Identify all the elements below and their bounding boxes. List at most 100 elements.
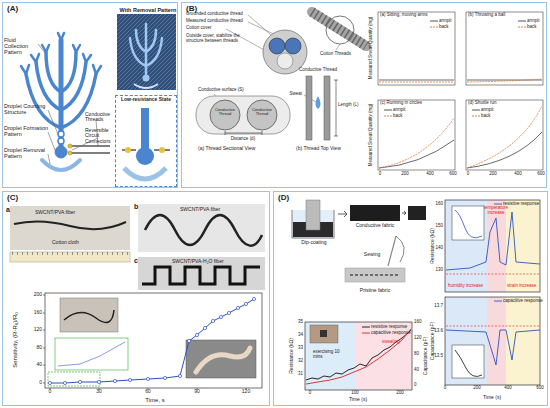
- tick-label: 0: [39, 380, 42, 385]
- thread-rope: [312, 12, 366, 46]
- legend-item: armpit: [472, 108, 494, 113]
- thread-cross-section: [269, 38, 285, 54]
- legend-item: capacitive response: [494, 299, 543, 304]
- legend-line: [494, 301, 502, 302]
- stimulus-chart: [445, 200, 487, 292]
- leader-line: [38, 44, 98, 164]
- step-label: Conductive fabric: [356, 223, 395, 228]
- fabric-photo: [134, 84, 158, 88]
- fabric-photo: [143, 75, 150, 82]
- axis-title: Measured Sweat Quantity (mg): [369, 17, 374, 79]
- chart-title: (a) Sitting, moving arms: [380, 13, 428, 18]
- legend-item: capacitive response: [362, 331, 411, 336]
- sweat-chart: [466, 12, 543, 85]
- tick-label: 160: [414, 320, 422, 325]
- legend-line: [430, 21, 438, 22]
- stimulus-chart: [452, 345, 484, 378]
- tick-label: 600: [537, 172, 545, 177]
- legend-sample: [362, 325, 370, 329]
- stimulus-chart: [445, 297, 487, 385]
- legend-sample: [430, 19, 438, 23]
- legend-text: armpit: [527, 19, 540, 24]
- tick-label: 13.5: [434, 354, 443, 359]
- sectional-view: [225, 131, 262, 135]
- part-label: Sweat: [289, 92, 302, 97]
- step-label: Sewing: [364, 252, 380, 257]
- sensitivity-chart: [195, 333, 198, 336]
- part-label: Droplet Counting Structure: [4, 104, 50, 116]
- fabrication-steps: [350, 274, 400, 275]
- axis-title: Resistance (kΩ): [430, 228, 435, 264]
- legend-text: armpit: [439, 19, 452, 24]
- part-label: Fluid Collection Pattern: [4, 38, 40, 55]
- subpanel-label: c: [134, 257, 138, 264]
- fabric-photo: [117, 14, 176, 90]
- photo-frame: With Removal Pattern: [117, 7, 179, 93]
- part-label: Conductive surface (S): [198, 88, 244, 93]
- tick-label: 31: [298, 372, 303, 377]
- sensitivity-chart: [163, 376, 166, 379]
- tick-label: 200: [396, 391, 404, 396]
- fiber-photo: [142, 267, 260, 284]
- stimulus-chart: [506, 297, 540, 385]
- fabrication-steps: [402, 211, 406, 215]
- legend-line: [384, 116, 392, 117]
- stimulus-chart: [455, 350, 482, 376]
- tick-label: 13.7: [434, 304, 443, 309]
- stimulus-chart: [445, 297, 540, 385]
- step-label: Pristine fabric: [360, 288, 390, 293]
- part-label: Conductive Thread: [212, 108, 238, 116]
- legend-line: [362, 327, 370, 328]
- legend-sample: [362, 331, 370, 335]
- microfluidic-pattern: [42, 160, 80, 170]
- tick-label: 32: [298, 359, 303, 364]
- panel-frame: (C): [2, 191, 270, 406]
- tick-label: 600: [536, 386, 544, 391]
- sensitivity-chart: [196, 348, 250, 372]
- legend-sample: [518, 25, 526, 29]
- legend-line: [362, 333, 370, 334]
- tick-label: 40: [36, 362, 42, 367]
- sensitivity-chart: [78, 380, 81, 383]
- tick-label: 130: [435, 268, 443, 273]
- microfluidic-pattern: [59, 40, 64, 150]
- sensitivity-chart: [187, 339, 190, 342]
- part-label: Cotton Threads: [320, 52, 351, 57]
- sensitivity-chart: [113, 379, 116, 382]
- conductive-thread: [68, 151, 72, 155]
- legend-sample: [472, 114, 480, 118]
- sweat-chart: [466, 100, 543, 170]
- tick-label: 120: [242, 389, 250, 394]
- stimulus-chart: [506, 200, 540, 292]
- legend-item: armpit: [430, 19, 452, 24]
- legend-item: resistive response: [362, 325, 407, 330]
- legend-line: [430, 27, 438, 28]
- tick-label: 100: [351, 391, 359, 396]
- sweat-chart: [467, 132, 542, 168]
- stimulus-chart: [487, 297, 506, 385]
- conductive-thread: [68, 144, 72, 148]
- part-label: Cotton cloth: [52, 240, 79, 245]
- sensitivity-chart: [252, 297, 255, 300]
- part-label: Reversible Circuit Connectors: [85, 128, 113, 144]
- fabrication-steps: [345, 268, 405, 282]
- tick-label: 0: [49, 389, 52, 394]
- axis-title: Time (s): [349, 397, 367, 402]
- part-label: Conductive Thread: [249, 108, 275, 116]
- sensitivity-chart: [50, 299, 254, 383]
- tick-label: 400: [504, 386, 512, 391]
- tick-label: 160: [34, 310, 42, 315]
- sensitivity-chart: [55, 338, 128, 370]
- axis-title: Sensitivity, (R-R₀)/R₀: [12, 312, 18, 368]
- tick-label: 200: [401, 172, 409, 177]
- fiber-photo: [14, 221, 126, 229]
- fabrication-steps: [292, 200, 426, 282]
- sensitivity-chart: [97, 380, 100, 383]
- legend-item: back: [518, 25, 537, 30]
- tick-label: 34: [298, 333, 303, 338]
- subpanel-label: a: [6, 206, 10, 213]
- sensitivity-chart: [227, 311, 230, 314]
- sensitivity-chart: [58, 342, 125, 366]
